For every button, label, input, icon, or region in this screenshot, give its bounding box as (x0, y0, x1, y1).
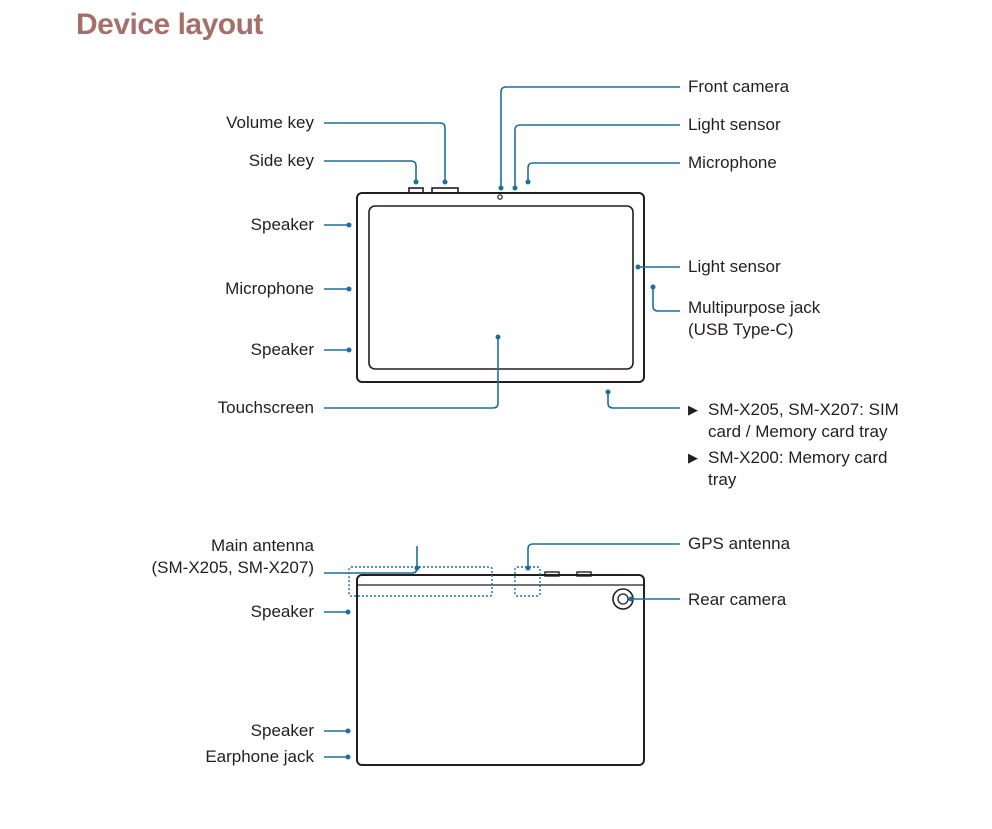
volume-key-button (431, 187, 459, 194)
label-multipurpose-jack: Multipurpose jack (688, 298, 821, 317)
label-touchscreen: Touchscreen (217, 398, 314, 417)
tray-note-1: ▶ SM-X205, SM-X207: SIM card / Memory ca… (688, 399, 918, 447)
label-side-key: Side key (248, 151, 314, 170)
gps-antenna-region (514, 566, 541, 597)
label-multipurpose-jack-sub: (USB Type-C) (688, 320, 794, 339)
tray-note-text: SM-X205, SM-X207: SIM card / Memory card… (708, 400, 899, 441)
tray-note-2: ▶ SM-X200: Memory card tray (688, 447, 918, 495)
tray-note-text: SM-X200: Memory card tray (708, 448, 888, 489)
front-device-body (356, 192, 645, 383)
back-device-body (356, 574, 645, 766)
label-main-antenna: Main antenna (210, 536, 314, 555)
triangle-arrow-icon: ▶ (688, 402, 698, 417)
label-earphone-jack: Earphone jack (205, 747, 314, 766)
label-light-sensor-top: Light sensor (688, 115, 781, 134)
back-button-2 (576, 571, 592, 577)
triangle-arrow-icon: ▶ (688, 450, 698, 465)
label-gps-antenna: GPS antenna (688, 534, 791, 553)
front-screen (368, 205, 634, 370)
label-speaker-back-bottom: Speaker (250, 721, 314, 740)
label-microphone-front-left: Microphone (225, 279, 314, 298)
label-rear-camera: Rear camera (688, 590, 787, 609)
label-speaker-back-top: Speaker (250, 602, 314, 621)
rear-camera-inner (617, 593, 629, 605)
label-speaker-front-top: Speaker (250, 215, 314, 234)
side-key-button (408, 187, 424, 194)
label-microphone-front-right: Microphone (688, 153, 777, 172)
label-speaker-front-bottom: Speaker (250, 340, 314, 359)
label-light-sensor-side: Light sensor (688, 257, 781, 276)
label-volume-key: Volume key (226, 113, 314, 132)
label-front-camera: Front camera (688, 77, 790, 96)
page-title: Device layout (76, 8, 263, 41)
label-main-antenna-models: (SM-X205, SM-X207) (151, 558, 315, 577)
back-button-1 (544, 571, 560, 577)
front-camera-lens (497, 194, 503, 200)
main-antenna-region (348, 566, 493, 597)
